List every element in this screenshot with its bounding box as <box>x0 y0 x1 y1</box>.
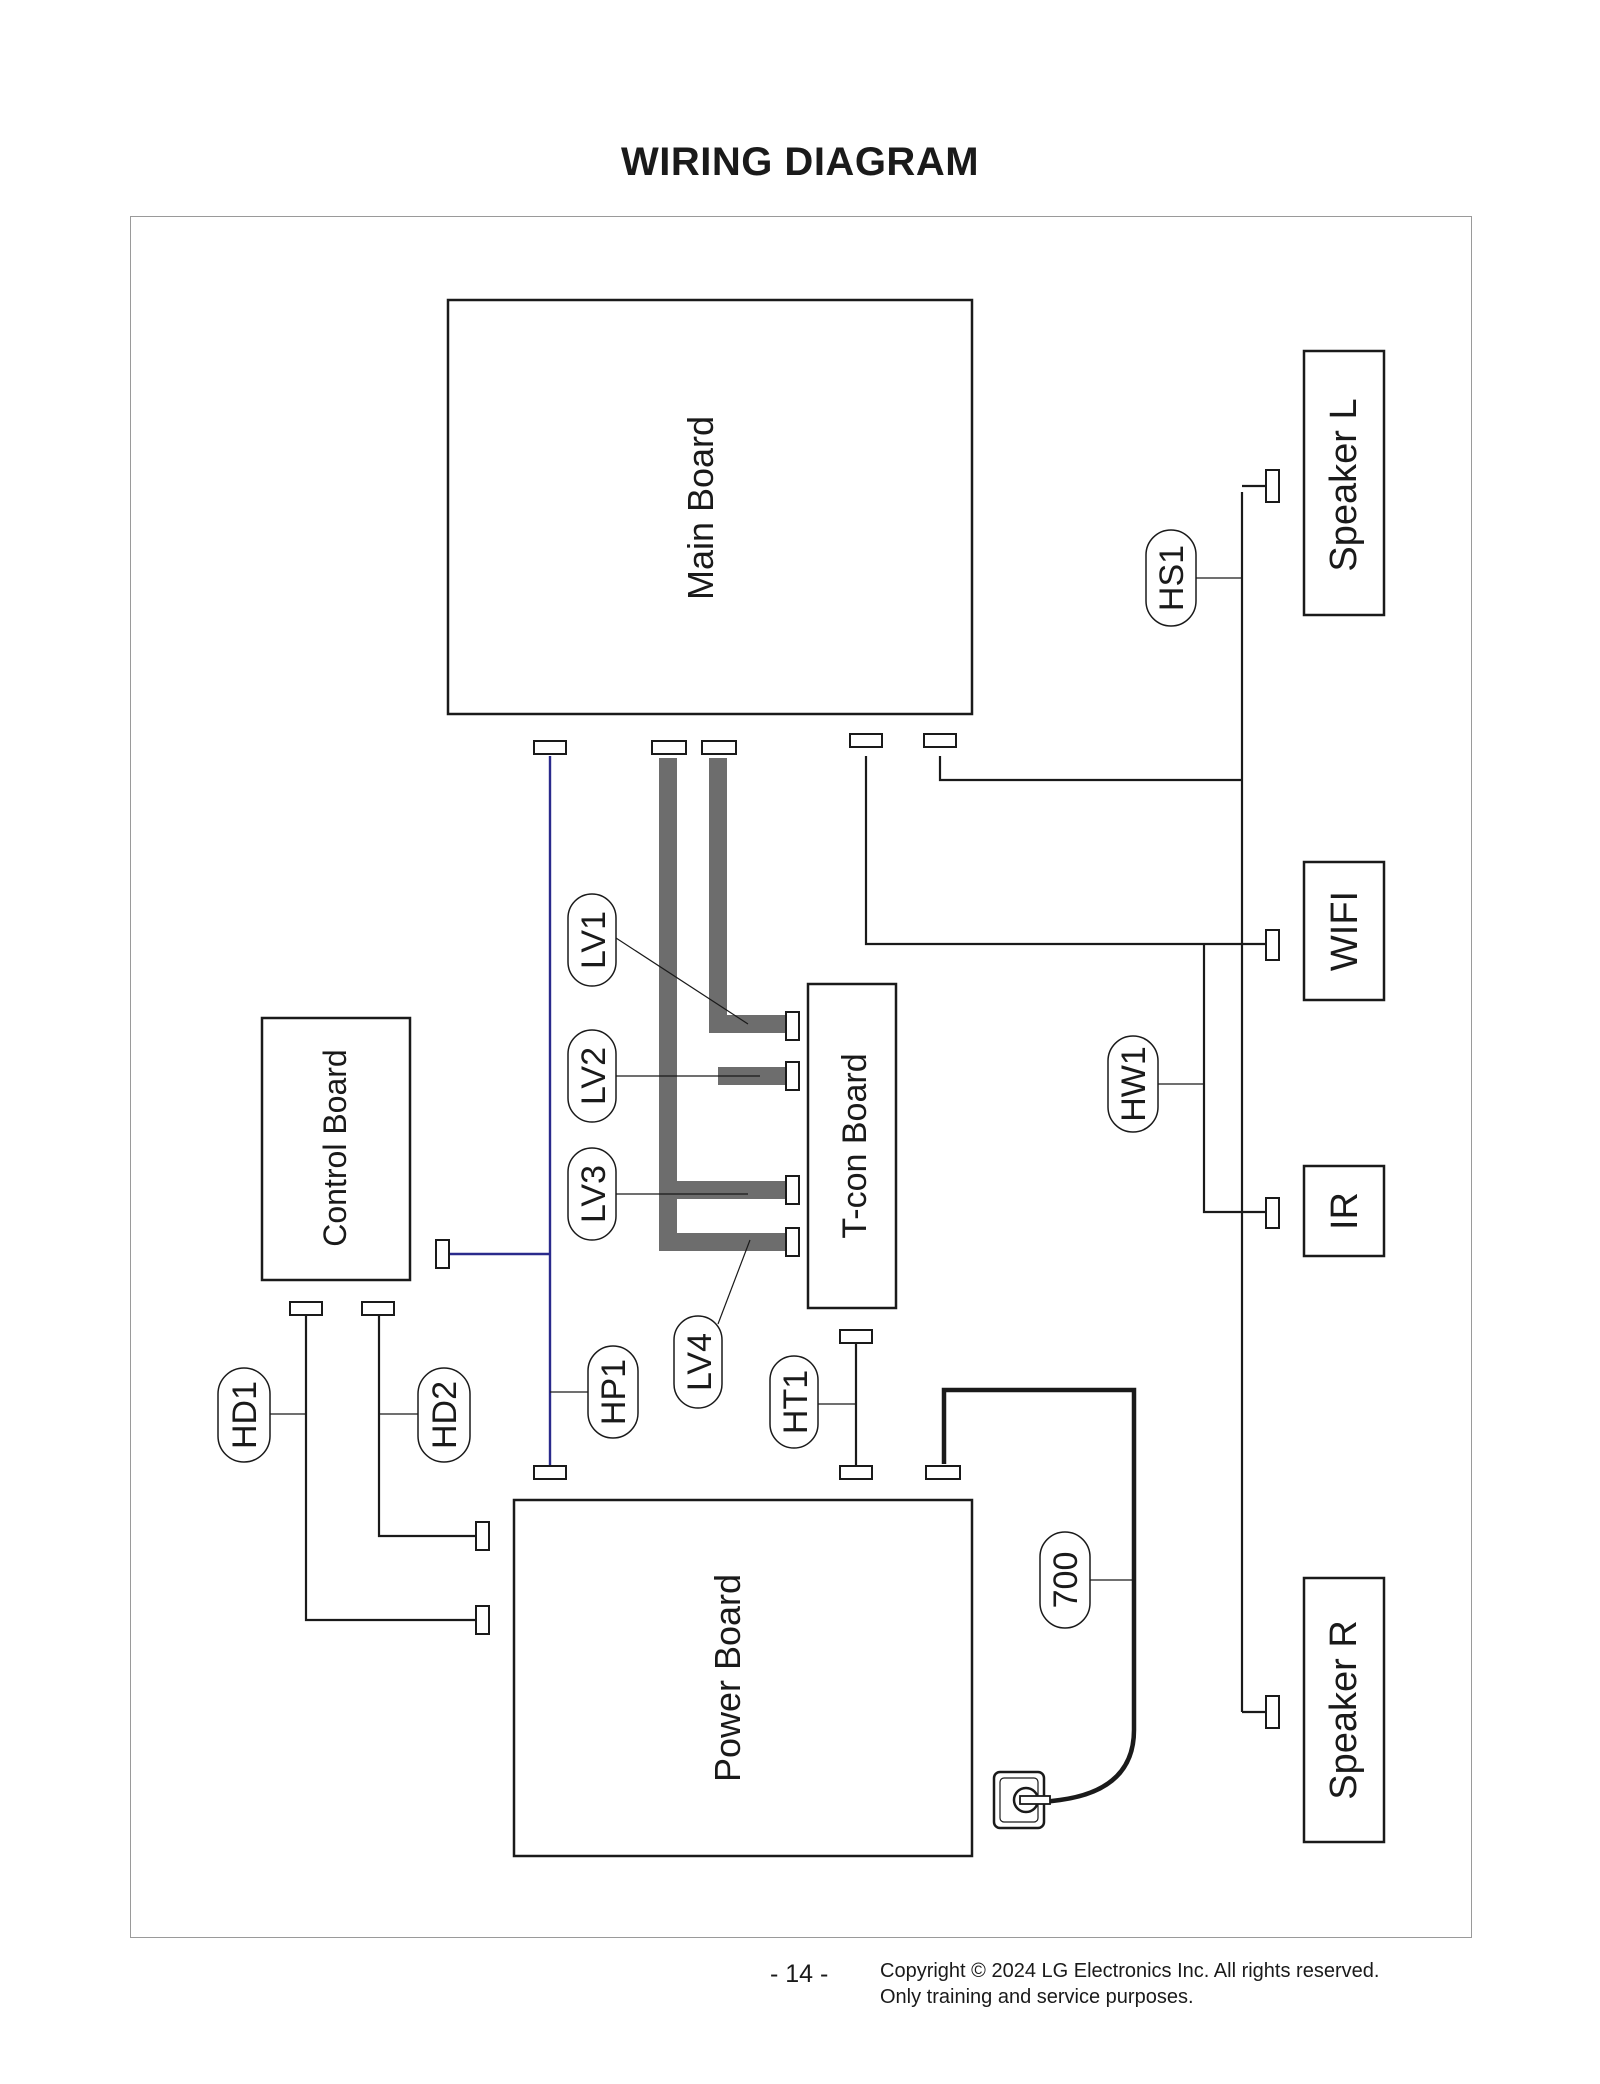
connector-tcon-ht1 <box>839 1329 873 1344</box>
cable-label-hp1: HP1 <box>595 1359 633 1425</box>
cable-label-hs1: HS1 <box>1153 545 1191 611</box>
cable-tag-ht1: HT1 <box>769 1355 819 1449</box>
ir-label: IR <box>1324 1192 1366 1230</box>
cable-tag-lv2: LV2 <box>567 1029 617 1123</box>
lvds-cable-lv4 <box>659 1190 788 1251</box>
power-board-label: Power Board <box>707 1574 748 1782</box>
connector-tcon-lv4 <box>785 1227 800 1257</box>
connector-tcon-lv3 <box>785 1175 800 1205</box>
tcon-board-label: T-con Board <box>836 1053 874 1238</box>
lvds-cable-lv3 <box>659 758 788 1199</box>
speaker-r-label: Speaker R <box>1323 1620 1365 1800</box>
connector-speaker-l <box>1265 469 1280 503</box>
power-cord-700 <box>941 1387 1137 1805</box>
lvds-cable-lv1 <box>709 758 788 1033</box>
connector-power-700 <box>925 1465 961 1480</box>
connector-power-hp1 <box>533 1465 567 1480</box>
page-title: WIRING DIAGRAM <box>620 140 980 184</box>
diagram-frame <box>130 216 1472 1938</box>
control-board-label: Control Board <box>317 1049 353 1246</box>
copyright-notice: Copyright © 2024 LG Electronics Inc. All… <box>880 1958 1379 2010</box>
connector-main-hw1 <box>849 733 883 748</box>
cable-tag-700: 700 <box>1039 1531 1091 1629</box>
cable-label-hd2: HD2 <box>426 1381 464 1449</box>
connector-main-hp1 <box>533 740 567 755</box>
tcon-board-box <box>806 982 898 1310</box>
hs1-wire <box>938 756 1242 782</box>
connector-wifi <box>1265 929 1280 961</box>
cable-tag-lv4: LV4 <box>673 1315 723 1409</box>
cable-label-lv4: LV4 <box>681 1333 719 1391</box>
cable-label-hd1: HD1 <box>226 1381 264 1449</box>
connector-control-hp1 <box>435 1239 450 1269</box>
connector-main-lv-a <box>651 740 687 755</box>
cable-label-ht1: HT1 <box>777 1370 815 1434</box>
speaker-l-label: Speaker L <box>1323 398 1365 571</box>
connector-ir <box>1265 1197 1280 1229</box>
wifi-box <box>1302 860 1386 1002</box>
control-board-box <box>260 1016 412 1282</box>
connector-control-hd1 <box>289 1301 323 1316</box>
connector-power-ht1 <box>839 1465 873 1480</box>
connector-control-hd2 <box>361 1301 395 1316</box>
cable-label-700: 700 <box>1047 1552 1085 1609</box>
connector-main-hs1 <box>923 733 957 748</box>
cable-tag-hd1: HD1 <box>217 1367 271 1463</box>
cable-tag-lv1: LV1 <box>567 893 617 987</box>
hw1-wire-ir <box>1202 944 1270 1214</box>
cable-tag-hw1: HW1 <box>1107 1035 1159 1133</box>
cable-tag-lv3: LV3 <box>567 1147 617 1241</box>
ac-plug-icon <box>992 1770 1051 1830</box>
connector-tcon-lv1 <box>785 1011 800 1041</box>
cable-label-lv2: LV2 <box>575 1047 613 1105</box>
copyright-line-2: Only training and service purposes. <box>880 1986 1194 2008</box>
cable-tag-hd2: HD2 <box>417 1367 471 1463</box>
cable-label-lv1: LV1 <box>575 911 613 969</box>
speaker-r-box <box>1302 1576 1386 1844</box>
connector-main-lv-b <box>701 740 737 755</box>
speaker-l-box <box>1302 349 1386 617</box>
connector-tcon-lv2 <box>785 1061 800 1091</box>
hw1-wire-wifi <box>864 756 1270 946</box>
ir-box <box>1302 1164 1386 1258</box>
hd2-wire <box>377 1314 476 1538</box>
leader-lv1 <box>615 937 749 1025</box>
cable-label-hw1: HW1 <box>1115 1046 1153 1122</box>
hd1-wire <box>304 1314 476 1622</box>
power-board-box <box>512 1498 974 1858</box>
connector-speaker-r <box>1265 1695 1280 1729</box>
wifi-label: WIFI <box>1324 891 1366 971</box>
connector-power-hd2 <box>475 1521 490 1551</box>
page-number: - 14 - <box>770 1960 829 1988</box>
cable-label-lv3: LV3 <box>575 1165 613 1223</box>
main-board-box <box>446 298 974 716</box>
main-board-label: Main Board <box>680 416 721 600</box>
cable-tag-hs1: HS1 <box>1145 529 1197 627</box>
cable-tag-hp1: HP1 <box>587 1345 639 1439</box>
connector-power-hd1 <box>475 1605 490 1635</box>
leader-lv4 <box>717 1239 751 1325</box>
copyright-line-1: Copyright © 2024 LG Electronics Inc. All… <box>880 1960 1380 1982</box>
